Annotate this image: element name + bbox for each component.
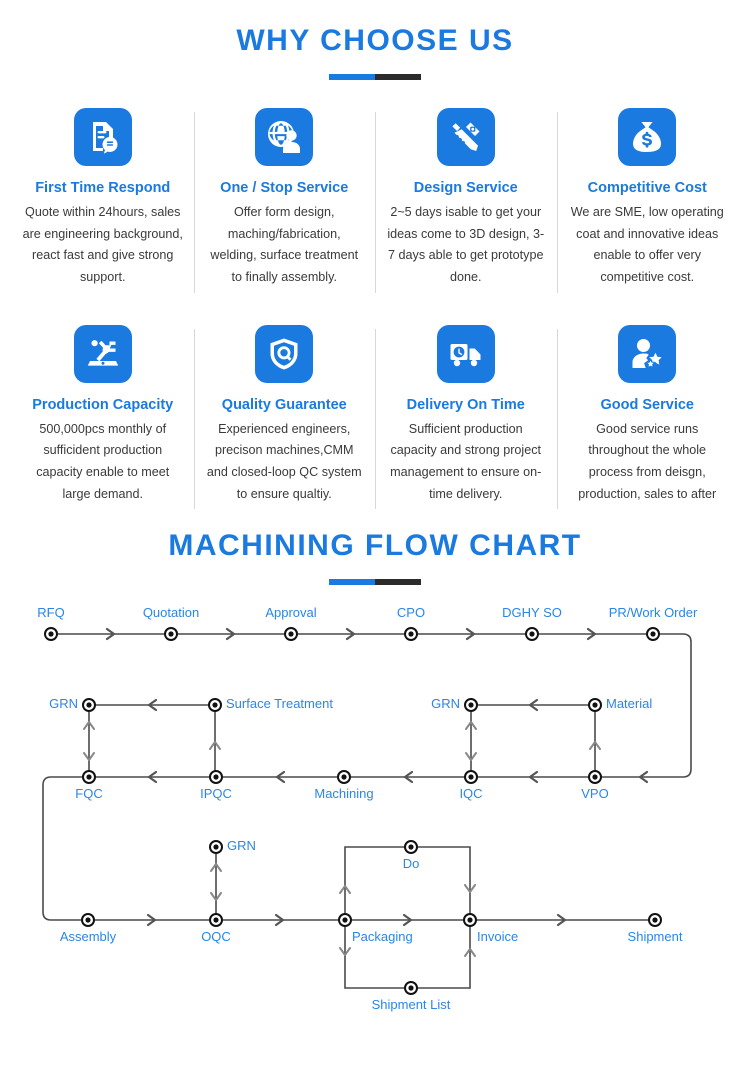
feature-description: 2~5 days isable to get your ideas come t… <box>387 205 545 284</box>
flow-node-label-invoice: Invoice <box>477 929 519 945</box>
feature-title: Delivery On Time <box>406 396 525 413</box>
rule-dark-segment <box>375 579 421 586</box>
flow-node-label-shipment-list: Shipment List <box>371 997 451 1013</box>
flow-node-grn-oqc[interactable] <box>209 840 223 855</box>
feature-grid-row-1: First Time Respond Quote within 24hours,… <box>0 102 750 303</box>
flow-node-assembly[interactable] <box>81 913 95 928</box>
flow-node-fqc[interactable] <box>82 770 96 785</box>
feature-title: Design Service <box>413 180 518 196</box>
flow-node-label-dghy-so: DGHY SO <box>502 605 562 621</box>
flow-node-grn-left[interactable] <box>82 698 96 713</box>
title-rule <box>329 74 421 80</box>
feature-description: 500,000pcs monthly of sufficident produc… <box>36 421 170 501</box>
feature-description: We are SME, low operating coat and innov… <box>570 205 724 284</box>
feature-card-delivery-on-time[interactable]: Delivery On Time Sufficient production c… <box>375 319 557 520</box>
flow-node-oqc[interactable] <box>209 913 223 928</box>
flow-node-ipqc[interactable] <box>209 770 223 785</box>
flow-node-invoice[interactable] <box>463 913 477 928</box>
feature-description: Offer form design, maching/fabrication, … <box>210 205 359 284</box>
flow-node-label-grn-right: GRN <box>431 696 460 712</box>
flow-node-label-pr-work-order: PR/Work Order <box>608 605 698 621</box>
rule-blue-segment <box>329 579 375 586</box>
flow-node-rfq[interactable] <box>44 627 58 642</box>
flow-node-label-quotation: Quotation <box>142 605 200 621</box>
flow-node-label-oqc: OQC <box>201 929 231 945</box>
flow-node-label-machining: Machining <box>314 786 374 802</box>
flow-node-label-shipment: Shipment <box>627 929 683 945</box>
flow-node-grn-right[interactable] <box>464 698 478 713</box>
money-bag-dollar-icon <box>618 108 677 166</box>
machining-flow-chart-title: MACHINING FLOW CHART <box>168 529 582 563</box>
service-person-stars-icon <box>618 324 677 383</box>
why-choose-us-section: WHY CHOOSE US Firs <box>0 0 750 519</box>
flow-diagram: RFQ Quotation Approval CPO DGHY SO PR/Work Or… <box>0 589 750 1029</box>
flow-node-label-iqc: IQC <box>459 786 483 802</box>
feature-card-good-service[interactable]: Good Service Good service runs throughou… <box>556 319 739 520</box>
machining-flow-chart-section: MACHINING FLOW CHART <box>0 519 750 1029</box>
flow-node-label-grn-oqc: GRN <box>227 838 256 854</box>
document-chat-icon <box>73 108 132 166</box>
feature-card-production-capacity[interactable]: Production Capacity 500,000pcs monthly o… <box>12 319 194 520</box>
feature-title: Quality Guarantee <box>221 396 347 413</box>
feature-card-competitive-cost[interactable]: Competitive Cost We are SME, low operati… <box>556 102 739 303</box>
feature-title: Competitive Cost <box>587 180 707 196</box>
flow-node-label-fqc: FQC <box>75 786 103 802</box>
flow-node-pr-work-order[interactable] <box>646 627 660 642</box>
feature-card-first-time-respond[interactable]: First Time Respond Quote within 24hours,… <box>12 102 194 303</box>
feature-title: First Time Respond <box>35 180 171 196</box>
flow-node-iqc[interactable] <box>464 770 478 785</box>
flow-node-label-vpo: VPO <box>581 786 609 802</box>
why-choose-us-title: WHY CHOOSE US <box>236 24 514 57</box>
flow-node-material[interactable] <box>588 698 602 713</box>
flow-node-label-assembly: Assembly <box>59 929 117 945</box>
flow-node-label-material: Material <box>606 696 653 712</box>
flow-node-approval[interactable] <box>284 627 298 642</box>
flow-node-label-grn-left: GRN <box>49 696 78 712</box>
flow-node-label-do: Do <box>402 856 420 872</box>
flow-node-packaging[interactable] <box>338 913 352 928</box>
feature-description: Good service runs throughout the whole p… <box>578 421 717 501</box>
flow-node-vpo[interactable] <box>588 770 602 785</box>
rule-dark-segment <box>375 74 421 80</box>
feature-card-quality-guarantee[interactable]: Quality Guarantee Experienced engineers,… <box>193 319 376 520</box>
flow-node-label-cpo: CPO <box>396 605 426 621</box>
flow-diagram-canvas <box>42 627 692 996</box>
flow-node-machining[interactable] <box>337 770 351 785</box>
flow-node-cpo[interactable] <box>404 627 418 642</box>
feature-description: Quote within 24hours, sales are engineer… <box>22 205 183 284</box>
flow-node-do[interactable] <box>404 840 418 855</box>
flow-node-label-surface-treatment: Surface Treatment <box>226 696 333 712</box>
flow-node-shipment[interactable] <box>648 913 662 928</box>
feature-title: One / Stop Service <box>220 180 349 196</box>
flow-node-label-packaging: Packaging <box>352 929 413 945</box>
flow-title-rule <box>329 579 421 586</box>
flow-node-label-ipqc: IPQC <box>200 786 232 802</box>
delivery-truck-clock-icon <box>436 324 495 383</box>
feature-description: Sufficient production capacity and stron… <box>390 421 542 501</box>
flow-node-label-approval: Approval <box>265 605 317 621</box>
flow-node-quotation[interactable] <box>164 627 178 642</box>
flow-node-surface-treatment[interactable] <box>208 698 222 713</box>
feature-card-one-stop-service[interactable]: One / Stop Service Offer form design, ma… <box>193 102 376 303</box>
shield-quality-icon <box>255 324 314 383</box>
robot-arm-icon <box>73 324 132 383</box>
feature-title: Good Service <box>600 396 694 413</box>
feature-grid-row-2: Production Capacity 500,000pcs monthly o… <box>0 319 750 520</box>
flow-node-dghy-so[interactable] <box>525 627 539 642</box>
feature-card-design-service[interactable]: Design Service 2~5 days isable to get yo… <box>375 102 557 303</box>
rule-blue-segment <box>329 74 375 80</box>
flow-node-label-rfq: RFQ <box>37 605 65 621</box>
pencil-ruler-design-icon <box>436 108 495 166</box>
flow-node-shipment-list[interactable] <box>404 981 418 996</box>
feature-description: Experienced engineers, precison machines… <box>206 421 362 501</box>
globe-agent-icon <box>255 108 314 166</box>
feature-title: Production Capacity <box>32 396 174 413</box>
